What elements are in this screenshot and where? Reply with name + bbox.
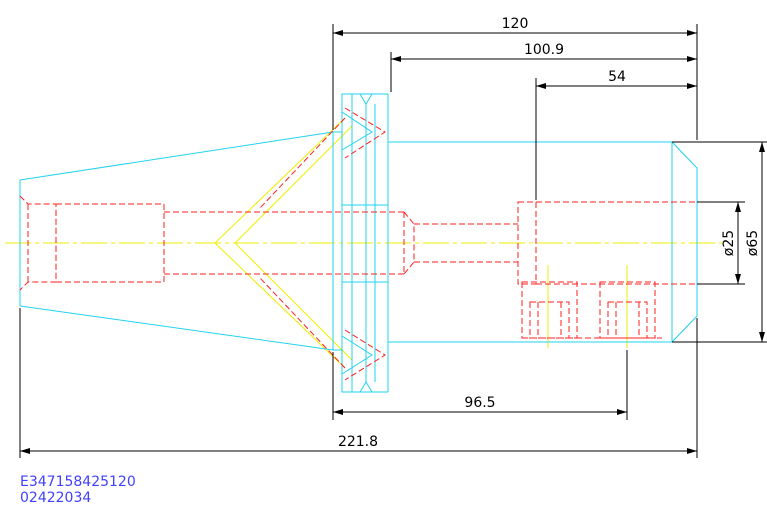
body-outline — [19, 93, 698, 393]
dim-outer-diameter: ø65 — [745, 230, 761, 256]
dim-221-8: 221.8 — [338, 434, 378, 450]
dim-100-9: 100.9 — [524, 42, 564, 58]
dim-54: 54 — [608, 69, 626, 85]
part-code-block: E347158425120 02422034 — [20, 474, 136, 506]
dim-120: 120 — [502, 16, 529, 32]
dimension-arrows — [20, 30, 765, 454]
part-code-line-1: E347158425120 — [20, 474, 136, 490]
dim-bore-diameter: ø25 — [721, 230, 737, 256]
center-lines — [5, 117, 722, 369]
part-code-line-2: 02422034 — [20, 490, 92, 506]
hidden-lines — [19, 107, 697, 381]
dim-96-5: 96.5 — [464, 395, 495, 411]
dimension-lines — [19, 24, 767, 458]
